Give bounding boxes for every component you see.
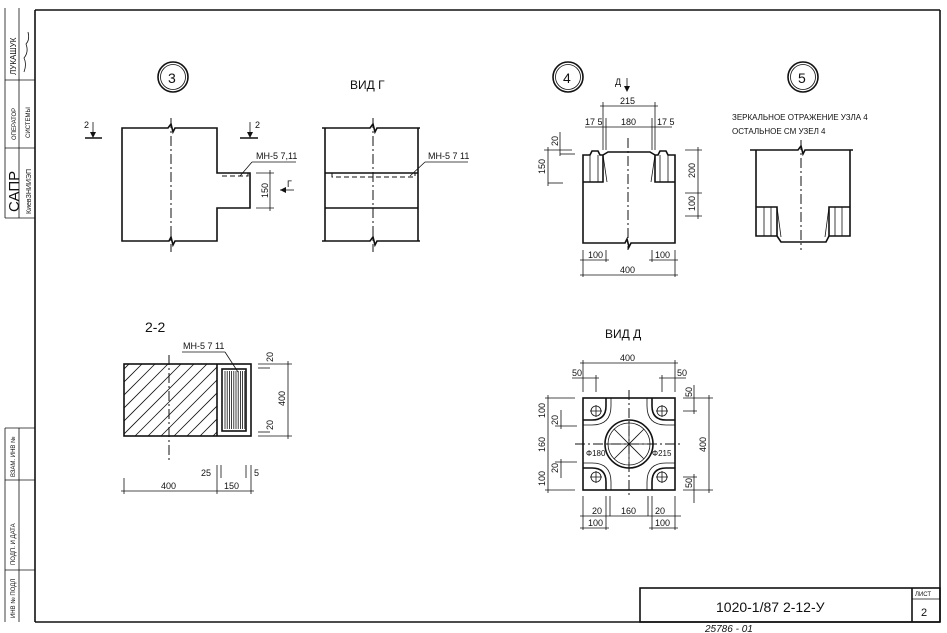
signature bbox=[23, 31, 30, 73]
dim-100-bottom-left: 100 bbox=[588, 518, 603, 528]
section-mark-left: 2 bbox=[84, 120, 89, 130]
stamp-system: СИСТЕМЫ bbox=[26, 107, 32, 138]
dim-17-5-left: 17 5 bbox=[585, 117, 603, 127]
node-4-number: 4 bbox=[563, 70, 571, 86]
hatch-line bbox=[199, 418, 217, 436]
title-block: 1020-1/87 2-12-У ЛИСТ 2 bbox=[639, 587, 941, 623]
hatch-line bbox=[124, 364, 130, 370]
view-g-title: ВИД Г bbox=[350, 78, 385, 92]
left-stamp-strip: ЛУКАШУК ОПЕРАТОР СИСТЕМЫ САПР КиевЗНИИЭП… bbox=[4, 8, 35, 622]
dim-20-bottom-right: 20 bbox=[655, 506, 665, 516]
hatch-line bbox=[186, 405, 217, 436]
node-5-number: 5 bbox=[798, 70, 806, 86]
dim-100-vert: 100 bbox=[687, 196, 697, 211]
hatch-line bbox=[124, 364, 195, 435]
dim-150: 150 bbox=[537, 159, 547, 174]
section-2-2: 2-2 МН-5 7 11 20 20 400 25 5 400 150 bbox=[44, 319, 292, 494]
hatch-line bbox=[124, 364, 182, 422]
stamp-name: ЛУКАШУК bbox=[9, 37, 18, 75]
sheet-number: 2 bbox=[921, 607, 927, 619]
dim-215: 215 bbox=[620, 96, 635, 106]
node-3-label: МН-5 7,11 bbox=[256, 151, 297, 161]
sheet-frame bbox=[34, 9, 941, 623]
view-g-label: МН-5 7 11 bbox=[428, 151, 469, 161]
dim-100-right: 100 bbox=[655, 250, 670, 260]
dim-150: 150 bbox=[224, 481, 239, 491]
dim-25: 25 bbox=[201, 468, 211, 478]
dim-5: 5 bbox=[254, 468, 259, 478]
dim-400-vert: 400 bbox=[277, 391, 287, 406]
drawing-code: 1020-1/87 2-12-У bbox=[716, 599, 825, 615]
node-3-number: 3 bbox=[168, 70, 176, 86]
view-arrow-d: Д bbox=[615, 77, 621, 87]
hatch-line bbox=[124, 364, 156, 396]
dim-50-left: 50 bbox=[572, 368, 582, 378]
dim-400-horiz: 400 bbox=[161, 481, 176, 491]
stamp-vzam: ВЗАМ. ИНВ № bbox=[10, 436, 17, 477]
stamp-podp: ПОДП. И ДАТА bbox=[11, 523, 17, 565]
section-mark-right: 2 bbox=[255, 120, 260, 130]
view-d: ВИД Д Ф180 Ф215 400 50 50 100 20 160 20 … bbox=[537, 327, 713, 530]
dim-17-5-right: 17 5 bbox=[657, 117, 675, 127]
node-3-dim-150: 150 bbox=[260, 183, 270, 198]
dim-100-left: 100 bbox=[588, 250, 603, 260]
dim-100-bottom-right: 100 bbox=[655, 518, 670, 528]
archive-number: 25786 - 01 bbox=[704, 624, 753, 633]
hatch-line bbox=[44, 364, 116, 436]
dim-20-left-bottom: 20 bbox=[550, 463, 560, 473]
dim-100-left-bottom: 100 bbox=[537, 471, 547, 486]
stamp-org: КиевЗНИИЭП bbox=[26, 169, 33, 214]
phi-180: Ф180 bbox=[586, 449, 606, 458]
dim-20-bottom-left: 20 bbox=[592, 506, 602, 516]
stamp-inv: ИНВ № ПОДЛ bbox=[10, 579, 17, 618]
dim-50-right-bottom: 50 bbox=[684, 478, 694, 488]
dim-160-bottom: 160 bbox=[621, 506, 636, 516]
dim-400-top: 400 bbox=[620, 353, 635, 363]
hatch-line bbox=[160, 379, 217, 436]
dim-50-right-top: 50 bbox=[684, 387, 694, 397]
dim-180: 180 bbox=[621, 117, 636, 127]
dim-50-right: 50 bbox=[677, 368, 687, 378]
hatch-line bbox=[147, 366, 217, 436]
stamp-operator: ОПЕРАТОР bbox=[12, 108, 18, 140]
phi-215: Ф215 bbox=[652, 449, 672, 458]
dim-100-left-top: 100 bbox=[537, 403, 547, 418]
dim-20-top: 20 bbox=[265, 352, 275, 362]
node-3: 3 МН-5 7,11 150 Г 2 2 bbox=[84, 61, 297, 252]
dim-20-left-top: 20 bbox=[550, 415, 560, 425]
dim-400-right: 400 bbox=[698, 437, 708, 452]
sheet-label: ЛИСТ bbox=[915, 592, 931, 598]
section-2-2-label: МН-5 7 11 bbox=[183, 341, 224, 351]
hatch-line bbox=[173, 392, 217, 436]
dim-400: 400 bbox=[620, 265, 635, 275]
dim-200: 200 bbox=[687, 163, 697, 178]
dim-20: 20 bbox=[550, 136, 560, 146]
node-5-note-2: ОСТАЛЬНОЕ СМ УЗЕЛ 4 bbox=[732, 127, 826, 136]
node-5-note-1: ЗЕРКАЛЬНОЕ ОТРАЖЕНИЕ УЗЛА 4 bbox=[732, 113, 868, 122]
dim-160-left: 160 bbox=[537, 437, 547, 452]
dim-20-bottom: 20 bbox=[265, 420, 275, 430]
view-d-title: ВИД Д bbox=[605, 327, 641, 341]
node-4: 4 Д 215 180 17 5 17 5 150 20 200 100 100… bbox=[537, 61, 702, 277]
view-arrow-g: Г bbox=[287, 179, 292, 189]
hatch-line bbox=[124, 364, 169, 409]
hatch-line bbox=[134, 364, 208, 436]
hatch-line bbox=[124, 364, 143, 383]
section-2-2-title: 2-2 bbox=[145, 319, 165, 335]
stamp-sapr: САПР bbox=[6, 171, 23, 212]
node-5: 5 ЗЕРКАЛЬНОЕ ОТРАЖЕНИЕ УЗЛА 4 ОСТАЛЬНОЕ … bbox=[732, 61, 868, 250]
view-g: ВИД Г МН-5 7 11 bbox=[322, 78, 469, 252]
